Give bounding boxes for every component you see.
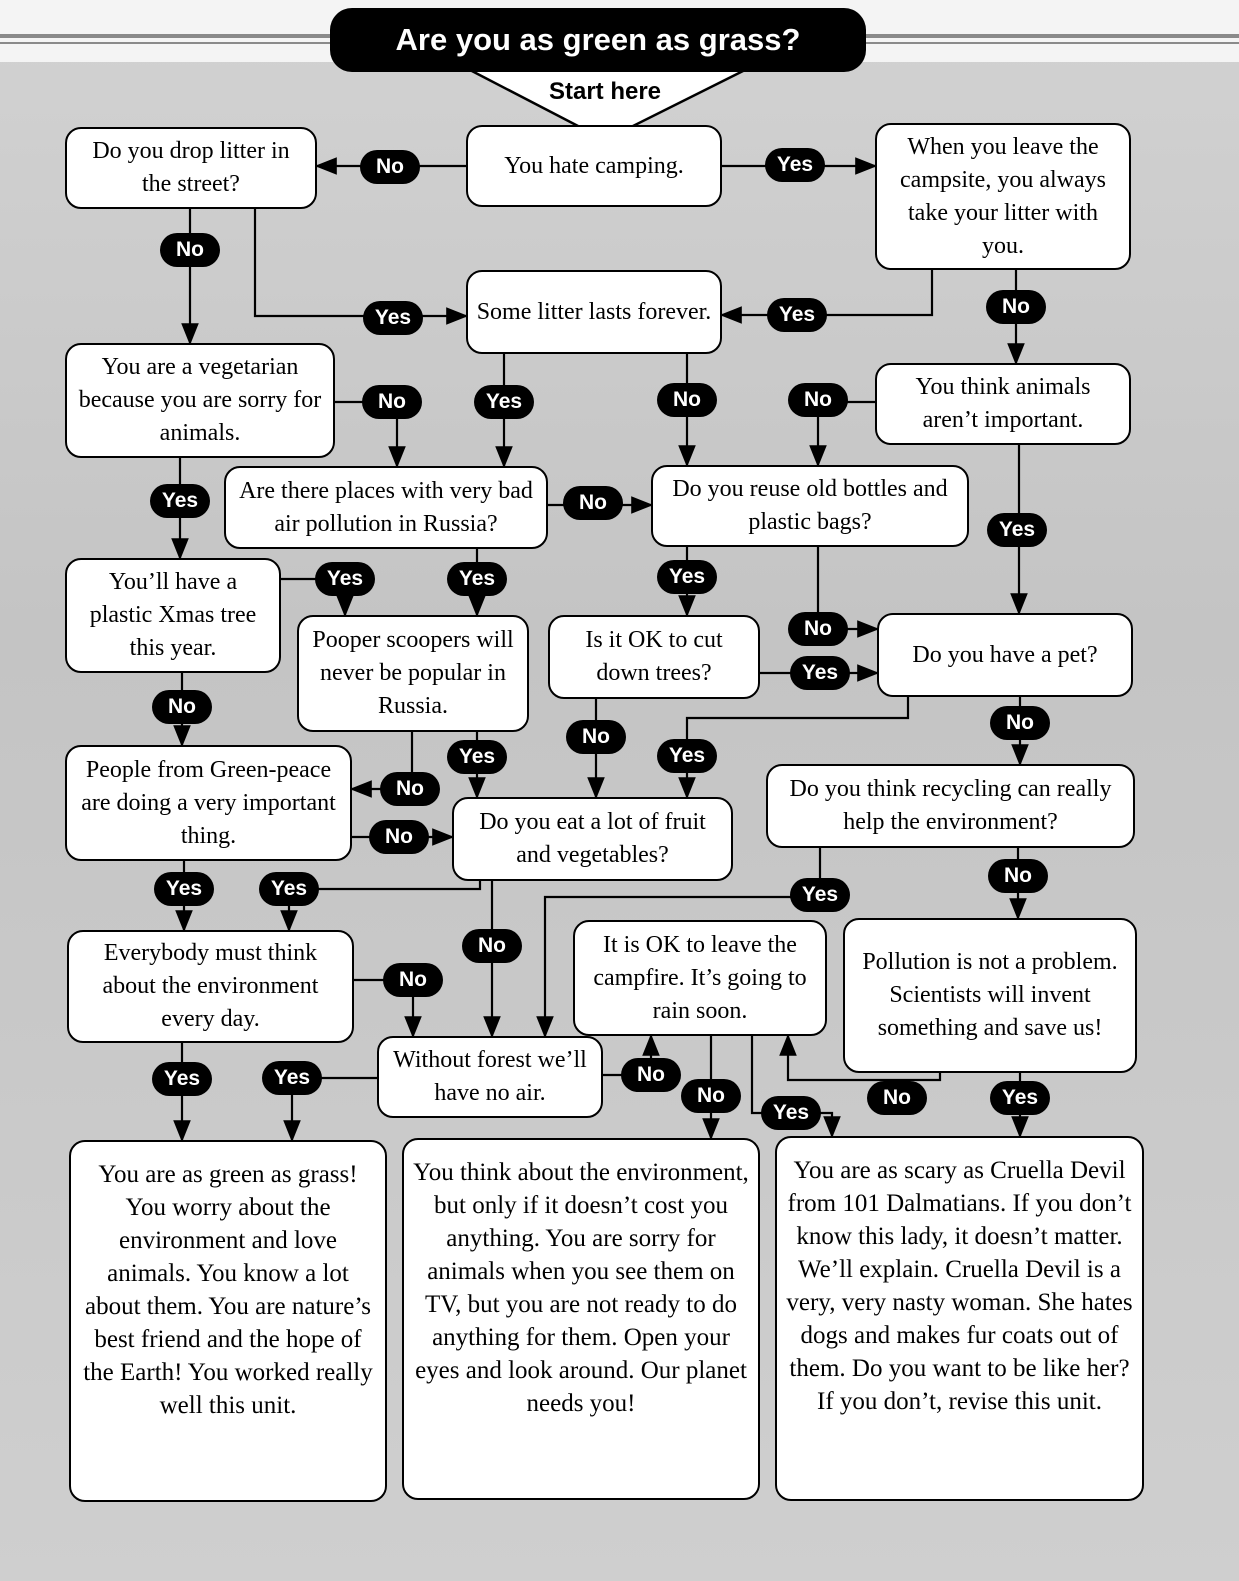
no-label: No: [380, 772, 440, 806]
no-label: No: [563, 486, 623, 520]
question-node: Pollution is not a problem. Scientists w…: [843, 918, 1137, 1073]
no-label: No: [383, 963, 443, 997]
question-node: It is OK to leave the campfire. It’s goi…: [573, 920, 827, 1036]
no-label: No: [788, 383, 848, 417]
yes-label: Yes: [363, 301, 423, 335]
result-node: You are as scary as Cruella Devil from 1…: [775, 1136, 1144, 1501]
question-node: Do you have a pet?: [877, 613, 1133, 697]
question-node: Do you reuse old bottles and plastic bag…: [651, 465, 969, 547]
yes-label: Yes: [152, 1062, 212, 1096]
question-node: You’ll have a plastic Xmas tree this yea…: [65, 558, 281, 673]
question-node: You think animals aren’t important.: [875, 363, 1131, 445]
yes-label: Yes: [987, 513, 1047, 547]
page-title: Are you as green as grass?: [330, 8, 866, 72]
yes-label: Yes: [761, 1096, 821, 1130]
yes-label: Yes: [262, 1061, 322, 1095]
no-label: No: [988, 859, 1048, 893]
yes-label: Yes: [259, 872, 319, 906]
no-label: No: [362, 385, 422, 419]
question-node: Do you think recycling can really help t…: [766, 764, 1135, 848]
yes-label: Yes: [315, 562, 375, 596]
yes-label: Yes: [767, 298, 827, 332]
yes-label: Yes: [790, 878, 850, 912]
no-label: No: [566, 720, 626, 754]
no-label: No: [369, 820, 429, 854]
no-label: No: [152, 690, 212, 724]
start-here-label: Start here: [548, 78, 662, 105]
no-label: No: [160, 233, 220, 267]
question-node: Is it OK to cut down trees?: [548, 615, 760, 699]
question-node: Do you eat a lot of fruit and vegetables…: [452, 797, 733, 881]
no-label: No: [990, 706, 1050, 740]
question-node: You hate camping.: [466, 125, 722, 207]
no-label: No: [867, 1081, 927, 1115]
result-node: You are as green as grass! You worry abo…: [69, 1140, 387, 1502]
question-node: When you leave the campsite, you always …: [875, 123, 1131, 270]
yes-label: Yes: [150, 484, 210, 518]
yes-label: Yes: [154, 872, 214, 906]
yes-label: Yes: [990, 1081, 1050, 1115]
question-node: Without forest we’ll have no air.: [377, 1036, 603, 1118]
yes-label: Yes: [790, 656, 850, 690]
yes-label: Yes: [447, 740, 507, 774]
yes-label: Yes: [657, 739, 717, 773]
yes-label: Yes: [474, 385, 534, 419]
yes-label: Yes: [447, 562, 507, 596]
yes-label: Yes: [657, 560, 717, 594]
no-label: No: [788, 612, 848, 646]
question-node: Do you drop litter in the street?: [65, 127, 317, 209]
result-node: You think about the environment, but onl…: [402, 1138, 760, 1500]
question-node: Are there places with very bad air pollu…: [224, 466, 548, 549]
yes-label: Yes: [765, 148, 825, 182]
question-node: Some litter lasts forever.: [466, 270, 722, 354]
question-node: Pooper scoopers will never be popular in…: [297, 615, 529, 732]
question-node: You are a vegetarian because you are sor…: [65, 343, 335, 458]
no-label: No: [621, 1058, 681, 1092]
no-label: No: [681, 1079, 741, 1113]
question-node: People from Green-peace are doing a very…: [65, 745, 352, 861]
no-label: No: [360, 150, 420, 184]
question-node: Everybody must think about the environme…: [67, 930, 354, 1043]
no-label: No: [986, 290, 1046, 324]
no-label: No: [462, 929, 522, 963]
no-label: No: [657, 383, 717, 417]
